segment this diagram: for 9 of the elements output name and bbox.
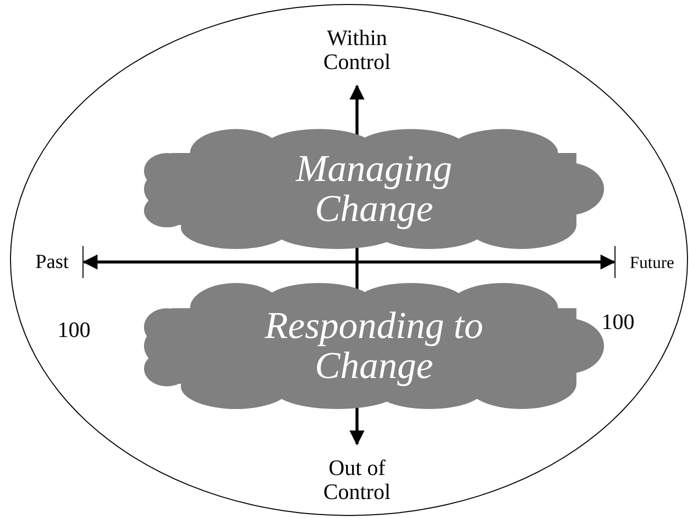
axis-label: Future [628,252,676,274]
axis-label: Past [34,250,70,274]
outer-ellipse [10,4,688,516]
axis-label: 100 [600,310,636,334]
axis-label: Out of Control [322,456,392,504]
cloud-text: Responding to Change [264,306,484,386]
axis-label: Within Control [322,26,392,74]
cloud-text: Managing Change [294,149,454,229]
axis-label: 100 [56,318,92,342]
